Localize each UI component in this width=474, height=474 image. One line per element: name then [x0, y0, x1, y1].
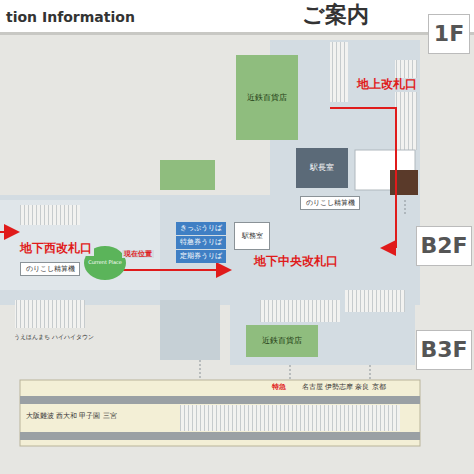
passage [160, 300, 220, 360]
route-arrow [120, 269, 228, 271]
node-text: 近鉄百貨店 [247, 93, 287, 102]
route-arrow [0, 231, 16, 233]
gate-label: 地下西改札口 [18, 242, 94, 256]
floor-link [290, 365, 291, 380]
route-lines [0, 108, 396, 270]
staircase [15, 300, 85, 328]
west-area [0, 200, 160, 290]
position-label: 現在位置 [122, 250, 154, 258]
platform-b3f [20, 380, 420, 446]
fare-machine: のりこし精算機 [300, 196, 360, 210]
node-text: 1F [434, 21, 464, 46]
node-text: きっぷうりば [180, 224, 222, 232]
staircase [345, 290, 405, 312]
building-block: 近鉄百貨店 [246, 325, 318, 357]
staircase [260, 300, 340, 322]
floor-link [405, 200, 406, 215]
node-text: のりこし精算機 [306, 199, 355, 207]
platform-stairs [180, 405, 400, 431]
node-text: 駅務室 [242, 232, 263, 240]
header-rule [0, 32, 474, 35]
node-text: 定期券うりば [180, 252, 222, 260]
route-arrow [384, 247, 396, 249]
staircase [395, 60, 417, 150]
node-text: B2F [420, 233, 467, 258]
node-text: 近鉄百貨店 [262, 336, 302, 345]
gate-label: 地下中央改札口 [252, 255, 340, 269]
title-holder: ご案内 [300, 2, 371, 27]
office-block: 駅長室 [296, 148, 348, 188]
ticket-counter: 定期券うりば [176, 250, 226, 263]
node-text: のりこし精算機 [26, 265, 75, 273]
header-subtitle: tion Information [4, 9, 137, 25]
platform-label: 特急 [270, 383, 288, 391]
track [20, 432, 420, 440]
floor-link [370, 365, 371, 380]
track [20, 396, 420, 404]
node-text: Current Place [88, 260, 122, 266]
gate-label: 地上改札口 [355, 78, 419, 92]
building-block [160, 160, 215, 190]
platform-label: 大阪難波 西大和 甲子園 三宮 [24, 412, 119, 420]
node-text: B3F [420, 337, 467, 362]
floor-link [200, 360, 201, 380]
area-label: うえほんまち ハイハイタウン [12, 334, 96, 341]
staircase [330, 42, 348, 102]
node-text: 駅長室 [310, 163, 334, 172]
floor-link-lines [200, 200, 405, 380]
floor-badge: B3F [416, 330, 472, 370]
floor-badge: B2F [416, 226, 472, 266]
ticket-counter: 特急券うりば [176, 236, 226, 249]
building-block: 近鉄百貨店 [236, 55, 298, 140]
floor-badge: 1F [428, 14, 470, 54]
staircase [20, 205, 80, 225]
fare-machine: のりこし精算機 [20, 262, 80, 276]
header-band [0, 0, 474, 32]
node-text: 特急券うりば [180, 238, 222, 246]
ticket-counter: きっぷうりば [176, 222, 226, 235]
platform-label: 名古屋 伊勢志摩 奈良 京都 [300, 383, 388, 391]
concourse-central [230, 215, 415, 365]
office-block: 駅務室 [234, 222, 270, 250]
map-title: ご案内 [302, 2, 369, 27]
